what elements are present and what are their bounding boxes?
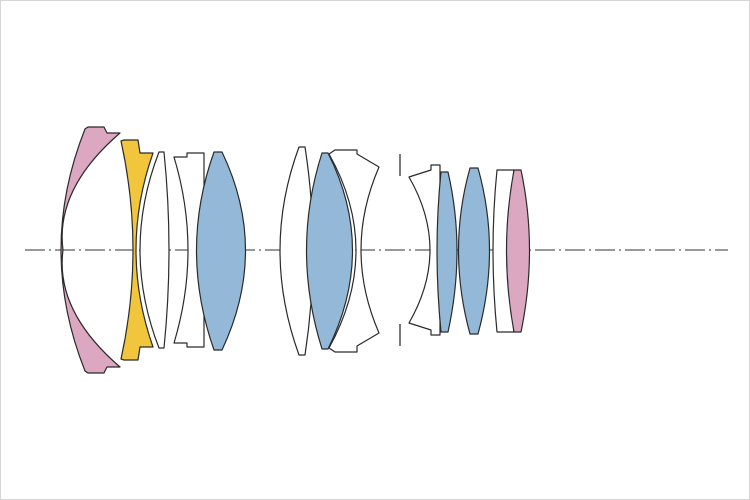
lens-element-10 [436, 171, 458, 333]
lens-element-13 [505, 169, 531, 333]
lens-element-8 [328, 149, 380, 353]
lens-element-1 [60, 126, 121, 374]
lens-element-11 [457, 167, 491, 335]
lens-element-2 [120, 139, 154, 361]
lens-element-3 [139, 151, 170, 349]
lens-element-7 [305, 152, 353, 350]
lens-element-5 [195, 151, 246, 351]
